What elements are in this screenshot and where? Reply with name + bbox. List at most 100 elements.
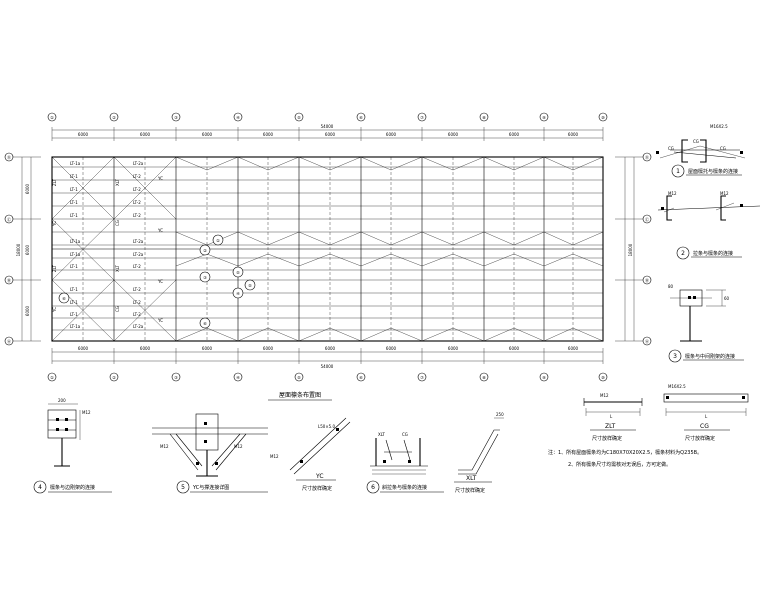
- yc-name: YC: [315, 473, 324, 480]
- label-xlt-1: XLT: [115, 179, 120, 186]
- svg-text:⑥: ⑥: [203, 321, 207, 326]
- axis-7-top: ⑦: [417, 112, 427, 122]
- zlt-name: ZLT: [605, 423, 616, 430]
- label-xlt-2: XLT: [115, 265, 120, 272]
- axis-4-bottom: ④: [233, 372, 243, 382]
- svg-text:200: 200: [58, 398, 66, 403]
- bay-dim-top-7: 6000: [448, 132, 459, 137]
- axis-10-bottom: ⑩: [598, 372, 608, 382]
- bottom-axis-bubbles: ① ② ③ ④ ⑤ ⑥ ⑦ ⑧ ⑨ ⑩: [47, 372, 608, 382]
- label-lt1a-3: LT-1a: [70, 252, 81, 257]
- axis-9-top: ⑨: [539, 112, 549, 122]
- label-yc-5: YC: [157, 279, 163, 284]
- label-lt1-8: LT-1: [70, 312, 78, 317]
- label-lt2-3: LT-2: [133, 200, 141, 205]
- side-dim-left-1: 6000: [25, 183, 30, 194]
- svg-text:⑦: ⑦: [420, 375, 424, 380]
- label-yc-6: YC: [157, 318, 163, 323]
- side-dim-left-2: 6000: [25, 244, 30, 255]
- label-lt2-8: LT-2: [133, 312, 141, 317]
- svg-text:M16X2.5: M16X2.5: [710, 124, 728, 129]
- purlin-labels: LT-1a LT-2a LT-1 LT-2 LT-1 LT-2 LT-1 LT-…: [52, 161, 163, 329]
- cg-member: M16X2.5 L CG 尺寸放样确定: [663, 384, 749, 442]
- top-dimension-lines: 54000 6000 6000 6000 6000 6000 6000 6000…: [51, 124, 604, 141]
- label-lt1a-4: LT-1a: [70, 324, 81, 329]
- axis-A-right: Ⓐ: [642, 336, 652, 346]
- callout-2: ②: [199, 244, 211, 256]
- svg-text:⑥: ⑥: [359, 375, 363, 380]
- label-cg-2: CG: [115, 306, 120, 312]
- svg-text:M12: M12: [668, 191, 677, 196]
- label-lt1-4: LT-1: [70, 213, 78, 218]
- label-zlt-2: ZLT: [52, 265, 57, 272]
- label-lt1-7: LT-1: [70, 300, 78, 305]
- axis-C-right: Ⓒ: [642, 214, 652, 224]
- yc-note: 尺寸放样确定: [302, 485, 332, 492]
- svg-text:Ⓑ: Ⓑ: [645, 277, 649, 283]
- yc-member: L50×5.0 M12 YC 尺寸放样确定: [270, 417, 351, 492]
- svg-text:⑤: ⑤: [236, 270, 240, 275]
- bay-dim-bottom-5: 6000: [325, 346, 336, 351]
- svg-text:60: 60: [724, 296, 730, 301]
- xlt-name: XLT: [466, 475, 477, 482]
- svg-text:M12: M12: [82, 410, 91, 415]
- callout-3: ③: [199, 271, 211, 283]
- purlin-lines: [52, 166, 603, 331]
- bay-dim-top-5: 6000: [325, 132, 336, 137]
- svg-text:CG: CG: [693, 139, 699, 144]
- diagonal-bracing: [51, 156, 604, 342]
- svg-text:⑩: ⑩: [601, 115, 605, 120]
- svg-text:⑦: ⑦: [420, 115, 424, 120]
- svg-text:③: ③: [174, 115, 178, 120]
- plan-title: 屋面檩条布置图: [279, 391, 321, 399]
- axis-5-bottom: ⑤: [294, 372, 304, 382]
- bay-dim-bottom-7: 6000: [448, 346, 459, 351]
- label-lt2-2: LT-2: [133, 187, 141, 192]
- svg-text:⑩: ⑩: [601, 375, 605, 380]
- svg-text:①: ①: [50, 375, 54, 380]
- svg-text:M12: M12: [600, 393, 609, 398]
- side-total-right: 18000: [628, 243, 633, 256]
- general-notes: 注：1、所有屋面檩条均为C180X70X20X2.5，檩条材料为Q235B。 2…: [548, 449, 702, 468]
- axis-6-top: ⑥: [356, 112, 366, 122]
- svg-text:⑥: ⑥: [359, 115, 363, 120]
- axis-3-bottom: ③: [171, 372, 181, 382]
- side-total-left: 18000: [16, 243, 21, 256]
- zlt-dim: L: [610, 414, 613, 419]
- callout-6: ⑥: [199, 317, 211, 329]
- cg-name: CG: [700, 423, 709, 430]
- svg-text:Ⓒ: Ⓒ: [645, 216, 649, 222]
- axis-7-bottom: ⑦: [417, 372, 427, 382]
- svg-text:M12: M12: [234, 444, 243, 449]
- axis-2-bottom: ②: [109, 372, 119, 382]
- detail-5-num: 5: [181, 484, 185, 491]
- svg-text:M12: M12: [160, 444, 169, 449]
- svg-text:⑧: ⑧: [482, 115, 486, 120]
- detail-6-title: 斜拉条与檩条的连接: [382, 484, 427, 491]
- svg-text:Ⓓ: Ⓓ: [645, 154, 649, 160]
- axis-C-left: Ⓒ: [4, 214, 14, 224]
- label-lt2-6: LT-2: [133, 287, 141, 292]
- axis-1-bottom: ①: [47, 372, 57, 382]
- label-lt1-6: LT-1: [70, 287, 78, 292]
- axis-3-top: ③: [171, 112, 181, 122]
- label-lt1-2: LT-1: [70, 187, 78, 192]
- bay-dim-bottom-6: 6000: [386, 346, 397, 351]
- bay-dim-bottom-9: 6000: [568, 346, 579, 351]
- label-yc-3: YC: [157, 176, 163, 181]
- callout-8: ⑥: [58, 292, 70, 304]
- detail-3: 60 80 3 檩条与中间刚架的连接: [668, 284, 744, 363]
- note-line-1: 注：1、所有屋面檩条均为C180X70X20X2.5，檩条材料为Q235B。: [548, 449, 702, 456]
- xlt-note: 尺寸放样确定: [455, 487, 485, 494]
- axis-9-bottom: ⑨: [539, 372, 549, 382]
- detail-4-title: 檩条与边刚架的连接: [50, 484, 95, 491]
- svg-text:Ⓐ: Ⓐ: [645, 338, 649, 344]
- svg-text:M12: M12: [720, 191, 729, 196]
- svg-text:Ⓓ: Ⓓ: [7, 154, 11, 160]
- svg-text:③: ③: [174, 375, 178, 380]
- svg-text:250: 250: [496, 412, 504, 417]
- label-lt2-1: LT-2: [133, 174, 141, 179]
- axis-A-left: Ⓐ: [4, 336, 14, 346]
- svg-text:③: ③: [203, 275, 207, 280]
